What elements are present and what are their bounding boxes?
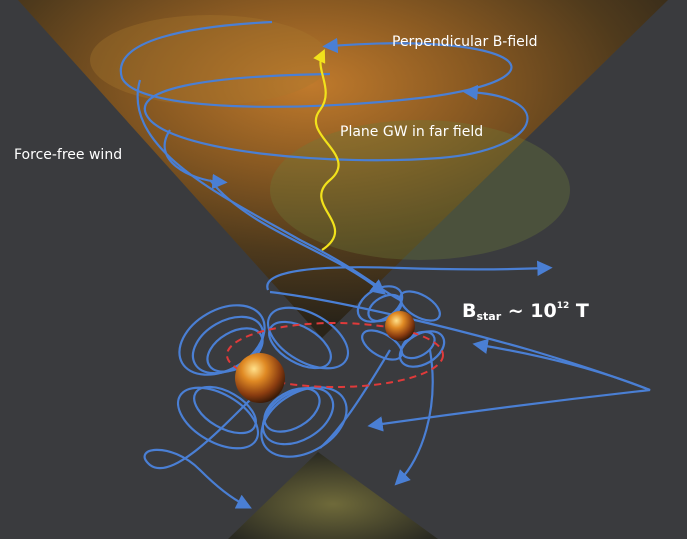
- force-free-wind-label: Force-free wind: [14, 147, 123, 163]
- perpendicular-field-label: Perpendicular B-field: [392, 34, 538, 50]
- plane-gw-label: Plane GW in far field: [340, 124, 484, 140]
- dipole-field-star-a: [176, 304, 350, 458]
- lower-cone: [228, 452, 438, 539]
- neutron-star-b: [385, 311, 415, 341]
- bstar-approx: ~ 10: [501, 300, 557, 322]
- field-line-spiral-mid: [143, 72, 529, 162]
- field-lines: [119, 20, 651, 509]
- bstar-subscript: star: [476, 310, 502, 323]
- bstar-label: Bstar ~ 1012 T: [462, 300, 589, 323]
- field-line-star-b-down: [319, 349, 391, 449]
- binary-orbit: [226, 322, 444, 388]
- nebula-glow: [270, 120, 570, 260]
- upper-cone: [18, 0, 668, 338]
- bstar-symbol: B: [462, 300, 477, 322]
- gravitational-wave: [313, 49, 340, 251]
- field-line-down-right: [394, 349, 434, 486]
- field-line-wind-2: [209, 179, 387, 295]
- field-line-return: [472, 338, 651, 392]
- neutron-star-a: [235, 353, 285, 403]
- field-line-outer: [266, 260, 553, 291]
- nebula-glow-2: [90, 15, 330, 105]
- bstar-unit: T: [569, 300, 589, 322]
- bstar-exponent: 12: [556, 301, 570, 311]
- field-line-curl-left: [143, 399, 252, 509]
- field-line-spiral-top: [119, 20, 513, 108]
